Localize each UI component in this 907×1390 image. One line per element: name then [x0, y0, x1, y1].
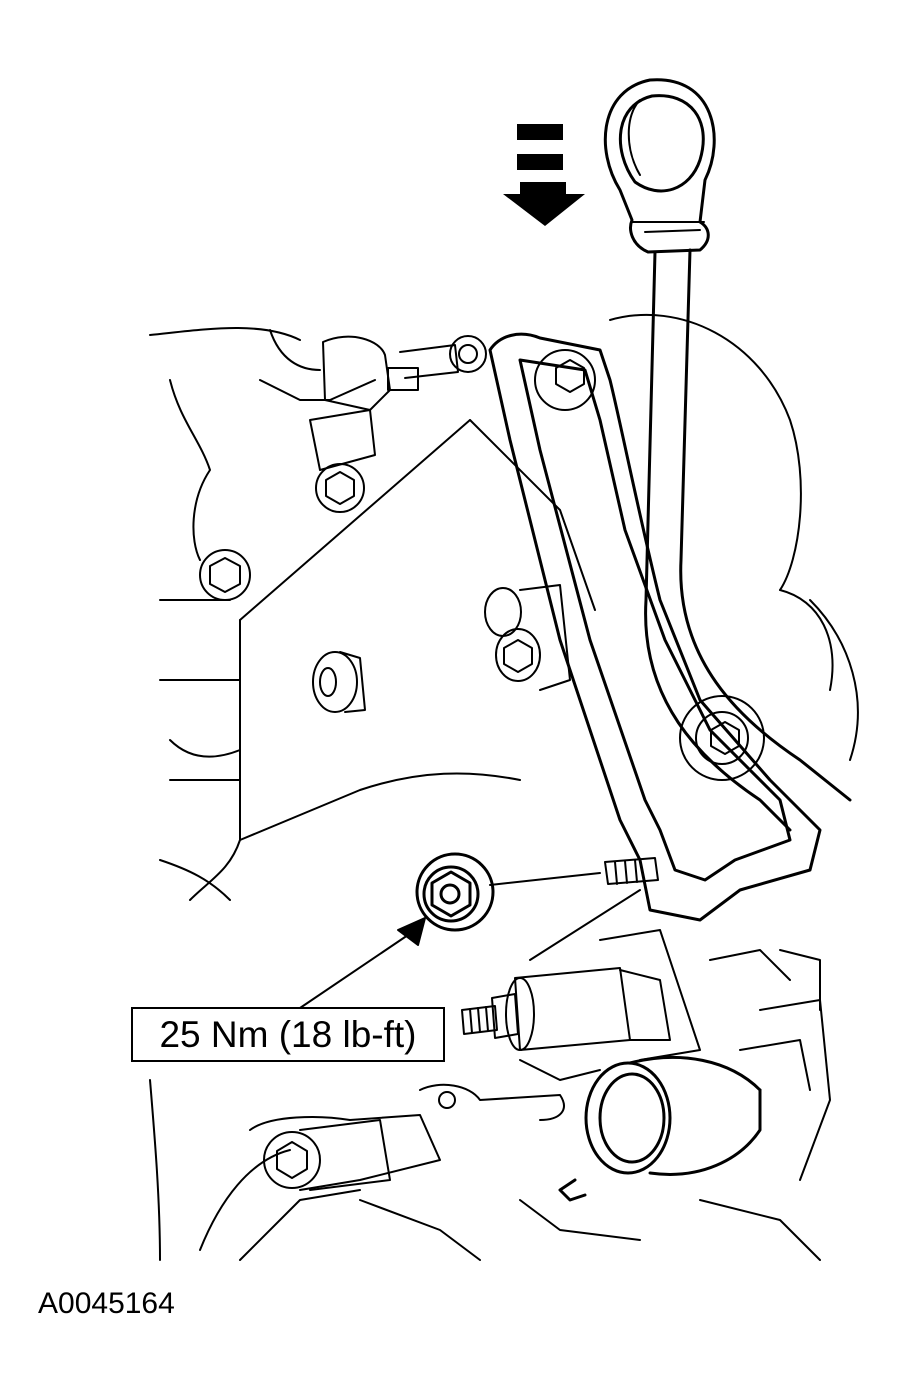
callout-leader [299, 917, 426, 1009]
sensor-block [309, 335, 487, 471]
down-arrow-icon [503, 124, 585, 226]
bracket-bolt-lower [679, 695, 765, 781]
torque-label: 25 Nm (18 lb-ft) [159, 1013, 417, 1055]
bolt-lower-left [263, 1119, 391, 1191]
cylinder-boss [312, 651, 366, 713]
stud-pair [484, 584, 571, 691]
figure-id: A0045164 [38, 1287, 175, 1320]
mounting-bracket [488, 332, 822, 922]
lower-right-structure [519, 999, 831, 1261]
hex-nut [415, 852, 495, 932]
bolt-upper-left [315, 463, 365, 513]
lower-sensor [461, 889, 671, 1051]
mounting-stud [489, 857, 659, 886]
dipstick-handle [603, 78, 716, 254]
bracket-bolt-top [534, 349, 596, 411]
torque-callout: 25 Nm (18 lb-ft) [131, 1007, 445, 1062]
round-sensor [558, 1055, 762, 1202]
bolt-left [199, 549, 251, 601]
engine-cover [609, 313, 859, 761]
lower-housing [149, 929, 821, 1261]
engine-block [149, 327, 596, 901]
dipstick-tube [644, 248, 852, 832]
